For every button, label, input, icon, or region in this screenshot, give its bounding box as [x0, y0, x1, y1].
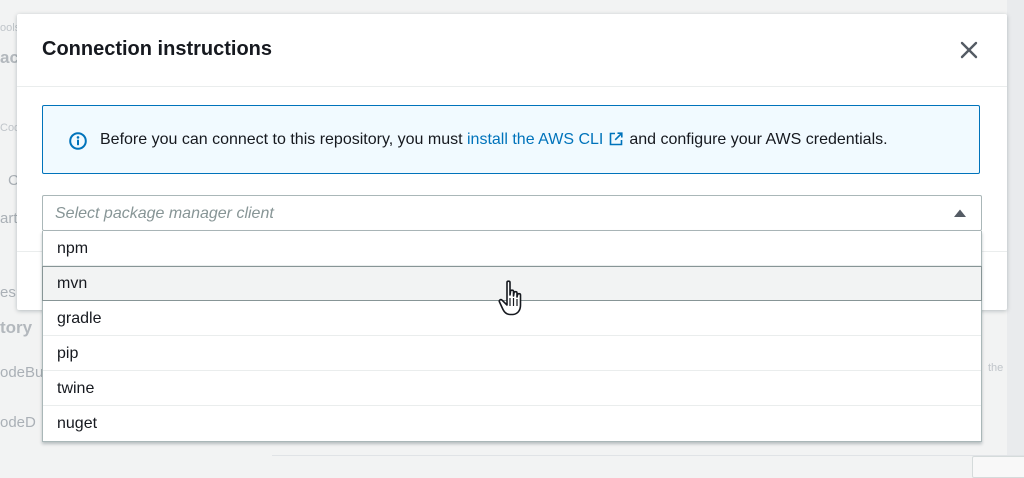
install-aws-cli-link[interactable]: install the AWS CLI [467, 131, 629, 148]
bg-side-panel [1007, 0, 1024, 462]
dropdown-option-label: pip [57, 345, 79, 362]
bg-fragment: tory [0, 318, 33, 337]
bg-fragment: the [988, 362, 1004, 374]
select-placeholder: Select package manager client [55, 205, 274, 222]
close-icon [960, 41, 978, 59]
dropdown-option-label: twine [57, 380, 95, 397]
package-manager-dropdown: npm mvn gradle pip twine nuget [42, 231, 982, 442]
dropdown-option-nuget[interactable]: nuget [43, 406, 981, 441]
bg-fragment: C [8, 172, 19, 189]
alert-message: Before you can connect to this repositor… [100, 131, 888, 149]
bg-fragment: es [0, 284, 16, 301]
dropdown-option-gradle[interactable]: gradle [43, 301, 981, 336]
modal-header: Connection instructions [17, 14, 1007, 87]
bg-fragment: odeBu [0, 364, 44, 381]
dropdown-option-twine[interactable]: twine [43, 371, 981, 406]
dropdown-option-pip[interactable]: pip [43, 336, 981, 371]
hand-cursor-icon [498, 280, 522, 316]
bg-fragment: art [0, 210, 18, 227]
dropdown-option-label: nuget [57, 415, 98, 432]
modal-title: Connection instructions [42, 38, 272, 60]
bg-fragment: ac [0, 48, 19, 67]
bg-fragment: ools [0, 22, 21, 34]
alert-text-before: Before you can connect to this repositor… [100, 131, 467, 148]
info-icon [69, 132, 87, 150]
dropdown-option-label: mvn [57, 275, 88, 292]
external-link-icon [610, 132, 623, 146]
bg-divider [272, 455, 1024, 456]
caret-up-icon [954, 209, 966, 217]
install-aws-cli-link-label: install the AWS CLI [467, 131, 604, 148]
dropdown-option-label: gradle [57, 310, 102, 327]
alert-text-after: and configure your AWS credentials. [629, 131, 888, 148]
package-manager-select[interactable]: Select package manager client [42, 195, 982, 231]
dropdown-option-label: npm [57, 240, 89, 257]
dropdown-option-npm[interactable]: npm [43, 231, 981, 266]
bg-fragment: odeD [0, 414, 36, 431]
bg-box [972, 456, 1024, 478]
info-alert: Before you can connect to this repositor… [42, 105, 980, 174]
close-button[interactable] [955, 36, 983, 64]
